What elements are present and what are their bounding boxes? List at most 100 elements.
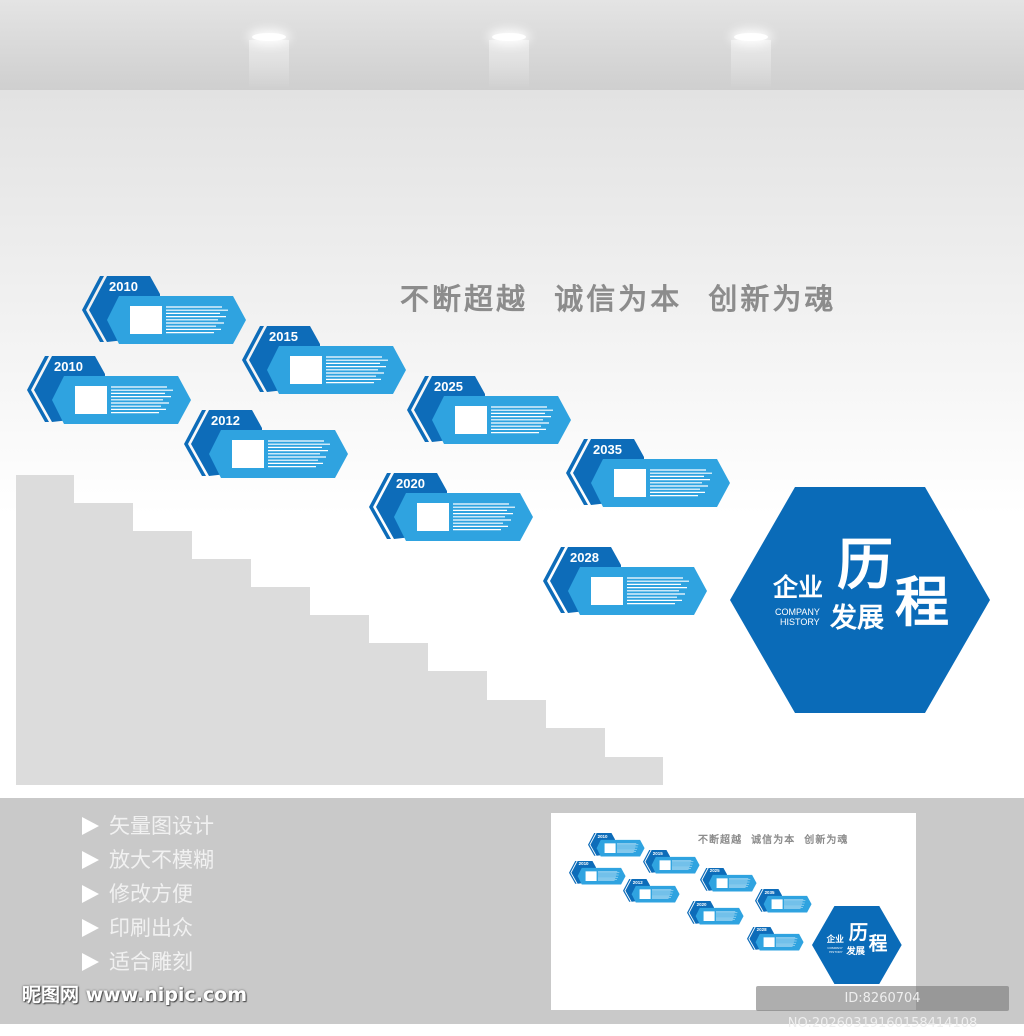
feature-label: 修改方便: [109, 882, 193, 906]
card-year: 2028: [570, 550, 599, 565]
timeline-card: 2028: [747, 926, 804, 951]
card-year: 2035: [593, 442, 622, 457]
card-year: 2012: [211, 413, 240, 428]
image-placeholder: [771, 899, 783, 910]
card-shape: [82, 276, 246, 344]
card-shape: [643, 850, 701, 874]
badge-text: 历: [848, 921, 869, 945]
feature-label: 印刷出众: [109, 916, 193, 940]
thumbnail-scene: 不断超越 诚信为本 创新为魂 2010 2010 2015 2012 2025 …: [551, 813, 916, 1010]
image-placeholder: [640, 889, 652, 900]
triangle-bullet-icon: [82, 851, 99, 869]
badge-text: 发展: [846, 945, 865, 957]
badge-text: 企业: [773, 573, 824, 602]
card-year: 2025: [709, 868, 720, 874]
badge-text: 企业: [826, 935, 844, 946]
image-placeholder: [417, 503, 449, 531]
timeline-card: 2025: [407, 376, 573, 446]
timeline-card: 2025: [700, 867, 757, 892]
card-year: 2020: [696, 901, 707, 907]
card-shape: [369, 473, 533, 541]
feature-item: 放大不模糊: [82, 848, 214, 872]
watermark: 昵图网 www.nipic.com: [22, 984, 248, 1006]
card-shape: [242, 326, 406, 394]
card-shape: [566, 439, 730, 507]
light-beam: [731, 40, 771, 90]
card-shape: [543, 547, 707, 615]
card-shape: [700, 867, 757, 892]
image-placeholder: [75, 386, 107, 414]
card-shape: [588, 833, 645, 857]
card-shape: [687, 901, 744, 925]
image-id-bar: ID:8260704 NO:20260319160158414108: [756, 986, 1009, 1031]
image-placeholder: [604, 843, 616, 854]
image-placeholder: [585, 871, 597, 881]
ceiling-light: [734, 33, 768, 41]
card-year: 2010: [109, 279, 138, 294]
image-placeholder: [660, 860, 672, 871]
timeline-card: 2012: [184, 410, 350, 480]
triangle-bullet-icon: [82, 919, 99, 937]
card-year: 2010: [54, 359, 83, 374]
card-shape: [27, 356, 191, 424]
timeline-card: 2015: [643, 850, 701, 874]
badge-text: 程: [895, 570, 949, 634]
badge-english-1: COMPANY: [775, 607, 820, 617]
triangle-bullet-icon: [82, 885, 99, 903]
light-beam: [249, 40, 289, 90]
image-placeholder: [130, 306, 162, 334]
timeline-card: 2015: [242, 326, 408, 396]
card-year: 2025: [434, 379, 463, 394]
triangle-bullet-icon: [82, 953, 99, 971]
feature-label: 矢量图设计: [109, 814, 214, 838]
preview-thumbnail: 不断超越 诚信为本 创新为魂 2010 2010 2015 2012 2025 …: [551, 813, 916, 1010]
ceiling-light: [492, 33, 526, 41]
card-year: 2020: [396, 476, 425, 491]
timeline-card: 2010: [588, 833, 645, 857]
image-placeholder: [703, 911, 715, 922]
card-shape: [623, 879, 681, 903]
ceiling-light: [252, 33, 286, 41]
timeline-card: 2010: [27, 356, 193, 426]
timeline-card: 2035: [755, 889, 812, 913]
card-year: 2015: [652, 850, 663, 856]
card-shape: [407, 376, 571, 444]
image-placeholder: [290, 356, 322, 384]
timeline-scene: 不断超越 诚信为本 创新为魂 2010 2010 2015 2012 2025 …: [27, 276, 990, 713]
card-year: 2012: [632, 879, 643, 885]
timeline-card: 2012: [623, 879, 681, 903]
slogan: 不断超越 诚信为本 创新为魂: [698, 835, 849, 847]
card-year: 2010: [597, 833, 608, 839]
image-placeholder: [232, 440, 264, 468]
badge-english-1: COMPANY: [827, 946, 843, 951]
card-year: 2028: [756, 927, 767, 933]
card-shape: [747, 926, 804, 951]
badge-english-2: HISTORY: [829, 949, 843, 954]
image-placeholder: [591, 577, 623, 605]
image-placeholder: [455, 406, 487, 434]
badge-text: 发展: [830, 603, 884, 634]
feature-label: 适合雕刻: [109, 950, 193, 974]
card-shape: [184, 410, 348, 478]
light-beam: [489, 40, 529, 90]
timeline-card: 2010: [569, 860, 626, 885]
timeline-card: 2010: [82, 276, 248, 346]
timeline-card: 2035: [566, 439, 732, 509]
image-placeholder: [614, 469, 646, 497]
card-year: 2015: [269, 329, 298, 344]
timeline-card: 2028: [543, 547, 709, 617]
feature-item: 适合雕刻: [82, 950, 193, 974]
timeline-card: 2020: [687, 901, 744, 925]
feature-item: 修改方便: [82, 882, 193, 906]
feature-label: 放大不模糊: [109, 848, 214, 872]
staircase: [16, 475, 663, 785]
badge-text: 历: [837, 532, 893, 598]
image-placeholder: [716, 878, 729, 888]
card-year: 2035: [764, 889, 775, 895]
slogan: 不断超越 诚信为本 创新为魂: [400, 282, 837, 316]
image-placeholder: [763, 937, 775, 947]
